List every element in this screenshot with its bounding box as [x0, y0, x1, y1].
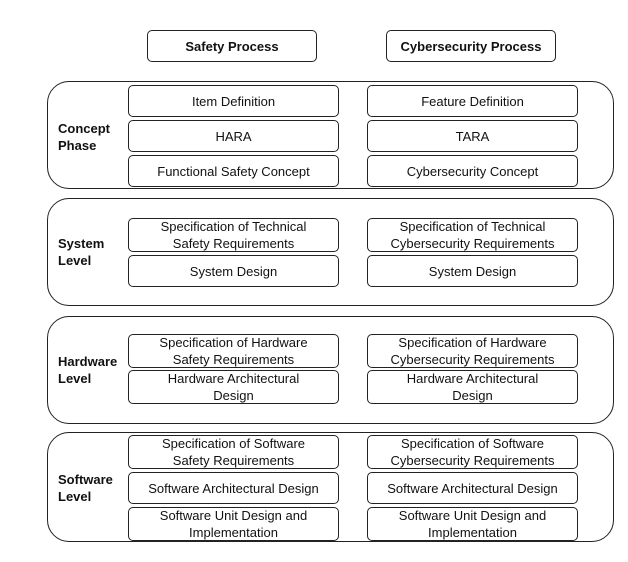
- safety-software-architectural-design-box: Software Architectural Design: [128, 472, 339, 504]
- software-level-label: Software Level: [58, 472, 113, 504]
- safety-software-unit-design-box: Software Unit Design and Implementation: [128, 507, 339, 541]
- safety-hardware-architectural-design-box: Hardware Architectural Design: [128, 370, 339, 404]
- step-text: Hardware Architectural Design: [167, 371, 300, 403]
- step-text: Cybersecurity Concept: [406, 163, 539, 179]
- hardware-cybersecurity-requirements-box: Specification of Hardware Cybersecurity …: [367, 334, 578, 368]
- software-safety-requirements-box: Specification of Software Safety Require…: [128, 435, 339, 469]
- step-text: Software Architectural Design: [148, 480, 319, 496]
- cyber-hardware-architectural-design-box: Hardware Architectural Design: [367, 370, 578, 404]
- cybersecurity-process-header: Cybersecurity Process: [386, 30, 556, 62]
- step-text: Hardware Architectural Design: [406, 371, 539, 403]
- cybersecurity-concept-box: Cybersecurity Concept: [367, 155, 578, 187]
- hardware-level-group: Hardware Level Specification of Hardware…: [47, 316, 614, 424]
- system-level-group: System Level Specification of Technical …: [47, 198, 614, 306]
- step-text: System Design: [428, 263, 517, 279]
- step-text: Software Unit Design and Implementation: [398, 508, 547, 540]
- step-text: Specification of Software Cybersecurity …: [390, 436, 555, 468]
- step-text: System Design: [189, 263, 278, 279]
- step-text: Functional Safety Concept: [157, 163, 310, 179]
- hara-box: HARA: [128, 120, 339, 152]
- feature-definition-box: Feature Definition: [367, 85, 578, 117]
- step-text: Software Unit Design and Implementation: [159, 508, 308, 540]
- hardware-level-label: Hardware Level: [58, 354, 118, 386]
- safety-system-design-box: System Design: [128, 255, 339, 287]
- hardware-safety-requirements-box: Specification of Hardware Safety Require…: [128, 334, 339, 368]
- safety-process-header: Safety Process: [147, 30, 317, 62]
- step-text: Item Definition: [191, 93, 276, 109]
- technical-safety-requirements-box: Specification of Technical Safety Requir…: [128, 218, 339, 252]
- step-text: Software Architectural Design: [387, 480, 558, 496]
- step-text: Specification of Technical Safety Requir…: [160, 219, 307, 251]
- step-text: Specification of Hardware Cybersecurity …: [390, 335, 555, 367]
- functional-safety-concept-box: Functional Safety Concept: [128, 155, 339, 187]
- concept-phase-group: Concept Phase Item Definition HARA Funct…: [47, 81, 614, 189]
- cybersecurity-process-header-label: Cybersecurity Process: [400, 38, 542, 54]
- item-definition-box: Item Definition: [128, 85, 339, 117]
- tara-box: TARA: [367, 120, 578, 152]
- software-level-group: Software Level Specification of Software…: [47, 432, 614, 542]
- step-text: Specification of Hardware Safety Require…: [159, 335, 308, 367]
- step-text: Feature Definition: [421, 93, 524, 109]
- concept-phase-label: Concept Phase: [58, 121, 110, 153]
- safety-process-header-label: Safety Process: [185, 38, 279, 54]
- software-cybersecurity-requirements-box: Specification of Software Cybersecurity …: [367, 435, 578, 469]
- cyber-system-design-box: System Design: [367, 255, 578, 287]
- step-text: HARA: [215, 128, 252, 144]
- step-text: Specification of Software Safety Require…: [161, 436, 306, 468]
- cyber-software-unit-design-box: Software Unit Design and Implementation: [367, 507, 578, 541]
- step-text: TARA: [455, 128, 490, 144]
- system-level-label: System Level: [58, 236, 105, 268]
- cyber-software-architectural-design-box: Software Architectural Design: [367, 472, 578, 504]
- step-text: Specification of Technical Cybersecurity…: [390, 219, 555, 251]
- technical-cybersecurity-requirements-box: Specification of Technical Cybersecurity…: [367, 218, 578, 252]
